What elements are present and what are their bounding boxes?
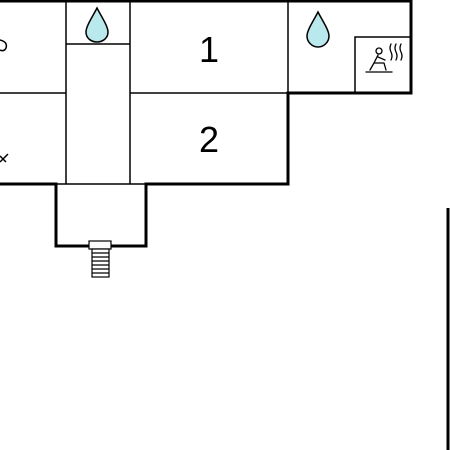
sauna-person-body — [369, 54, 387, 71]
door-swing-icon — [0, 153, 9, 163]
stairs-icon — [88, 240, 112, 278]
sauna-icon — [365, 43, 403, 73]
sauna-person-head — [375, 47, 383, 55]
sauna-steam — [399, 43, 403, 61]
sauna-room — [354, 36, 412, 94]
water-drops — [85, 6, 330, 48]
water-drop-icon — [306, 10, 330, 48]
room-label-1: 1 — [199, 29, 219, 70]
interior-walls — [0, 1, 412, 185]
left-edge-fixtures — [0, 39, 9, 163]
stairs-frame — [91, 248, 110, 278]
stairs-landing — [88, 240, 112, 250]
room-label-2: 2 — [199, 119, 219, 160]
door-swing-icon — [0, 39, 8, 52]
sauna-steam — [389, 43, 393, 61]
sauna-steam — [394, 43, 398, 61]
water-drop-icon — [85, 6, 109, 43]
